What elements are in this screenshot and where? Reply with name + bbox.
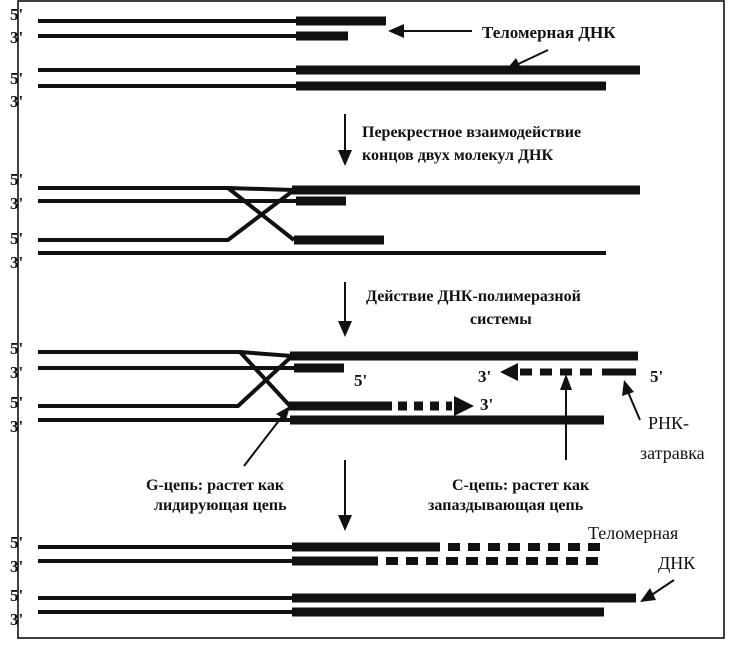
label-c-strand: С-цепь: растет как	[452, 477, 590, 494]
end-label-5: 5'	[10, 339, 23, 358]
strand	[38, 188, 296, 242]
stage-3-polymerase	[38, 350, 638, 425]
end-label-5: 5'	[10, 229, 23, 248]
end-label-3: 3'	[10, 92, 23, 111]
end-label-3: 3'	[10, 363, 23, 382]
label-step-1: Перекрестное взаимодействие	[362, 124, 581, 141]
outer-border	[17, 0, 725, 639]
arrowhead	[338, 515, 352, 531]
end-label-5: 5'	[10, 533, 23, 552]
arrowhead	[640, 588, 656, 602]
arrowhead	[338, 150, 352, 166]
pointer-arrow	[243, 413, 285, 467]
label-step-1: концов двух молекул ДНК	[362, 147, 553, 164]
pointer-arrow	[627, 391, 641, 421]
label-step-2: Действие ДНК-полимеразной	[366, 288, 581, 305]
arrowhead	[622, 380, 634, 396]
stage-4-extended-telomeres	[38, 542, 636, 617]
arrowhead	[506, 58, 522, 70]
pointer-arrow	[649, 579, 675, 597]
label-g-strand: G-цепь: растет как	[146, 477, 285, 494]
end-label-3: 3'	[10, 28, 23, 47]
end-label-5: 5'	[650, 367, 663, 386]
strand	[38, 350, 293, 358]
label-c-strand: запаздывающая цепь	[428, 497, 584, 514]
strand	[38, 354, 294, 408]
label-g-strand: лидирующая цепь	[154, 497, 287, 514]
arrowhead	[454, 396, 474, 416]
arrowhead	[500, 363, 518, 381]
end-label-5: 5'	[10, 586, 23, 605]
end-label-5: 5'	[10, 170, 23, 189]
end-label-3: 3'	[478, 367, 491, 386]
strand	[38, 186, 295, 192]
arrowhead	[560, 374, 572, 390]
arrowhead	[338, 321, 352, 337]
stage-2-crossover	[38, 185, 640, 255]
strand	[226, 186, 296, 242]
label-telomeric-dna: ДНК	[658, 553, 696, 573]
end-label-3: 3'	[10, 194, 23, 213]
strand	[238, 350, 292, 408]
label-telomeric-dna: Теломерная ДНК	[482, 23, 616, 42]
label-rna-primer: затравка	[640, 443, 705, 463]
end-label-3: 3'	[10, 417, 23, 436]
end-label-5: 5'	[354, 371, 367, 390]
end-label-3: 3'	[10, 253, 23, 272]
stage-1-two-dna-molecules	[38, 16, 640, 91]
end-label-5: 5'	[10, 393, 23, 412]
end-label-3: 3'	[480, 395, 493, 414]
end-label-3: 3'	[10, 610, 23, 629]
end-label-5: 5'	[10, 69, 23, 88]
label-telomeric-dna: Теломерная	[588, 523, 678, 543]
label-rna-primer: РНК-	[648, 413, 689, 433]
arrowhead	[388, 24, 404, 38]
label-step-2: системы	[470, 311, 532, 328]
arrowhead	[276, 406, 290, 420]
end-label-3: 3'	[10, 557, 23, 576]
end-label-5: 5'	[10, 5, 23, 24]
pointer-arrow	[513, 49, 549, 67]
